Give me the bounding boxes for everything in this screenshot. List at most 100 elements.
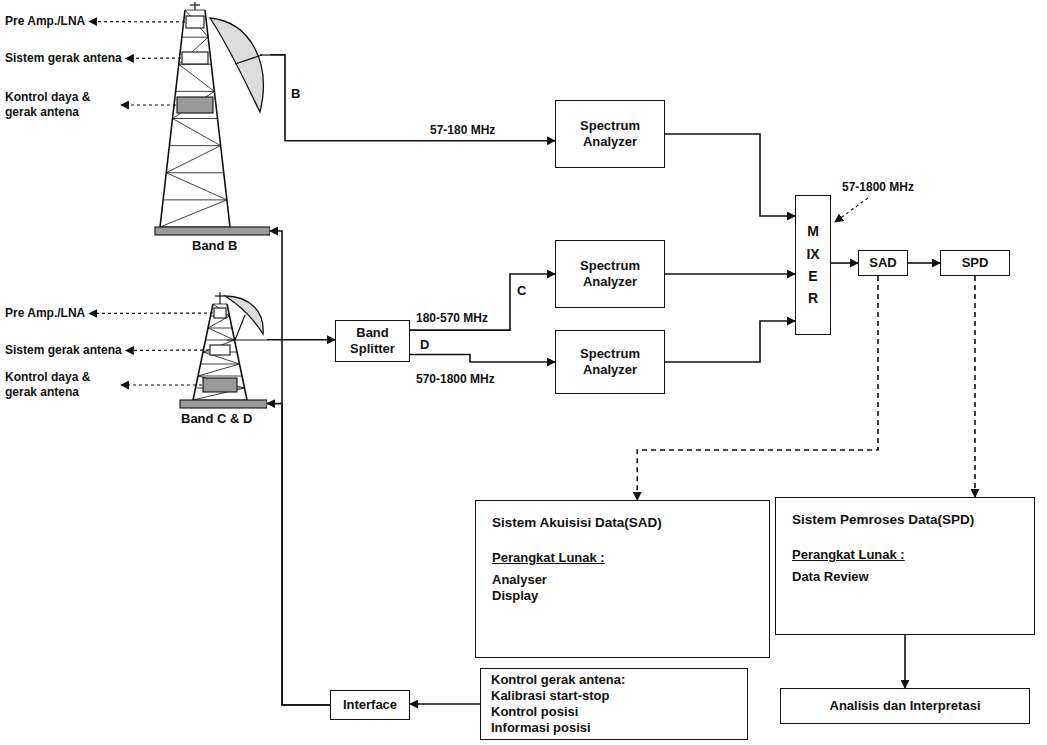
node-text: MIXER — [806, 220, 820, 310]
process-box: SAD — [858, 250, 908, 276]
signal-connector — [904, 635, 906, 688]
frequency-label: 57-1800 MHz — [842, 180, 914, 195]
antenna-strut — [235, 315, 245, 340]
node-text: SPD — [962, 255, 989, 271]
node-text: Perangkat Lunak : — [492, 550, 605, 566]
mixer-box: MIXER — [795, 195, 831, 335]
callout-label: Pre Amp./LNA — [5, 14, 85, 29]
node-text: Kalibrasi start-stop — [491, 688, 609, 704]
tower-brace — [176, 91, 215, 92]
output-box: Analisis dan Interpretasi — [780, 688, 1030, 724]
antenna-strut — [194, 2, 195, 10]
signal-connector — [267, 339, 335, 341]
node-text: Interface — [343, 697, 397, 713]
equipment-box — [203, 378, 237, 392]
node-text: Spectrum Analyzer — [556, 118, 664, 151]
node-text: Kontrol gerak antena: — [491, 672, 625, 688]
signal-connector — [410, 274, 555, 330]
frequency-label: 180-570 MHz — [414, 311, 490, 326]
node-text: Band Splitter — [336, 325, 409, 358]
control-box: Kontrol gerak antena:Kalibrasi start-sto… — [480, 668, 748, 740]
equipment-box — [214, 308, 226, 318]
leader-line — [89, 21, 185, 23]
node-text: Spectrum Analyzer — [556, 346, 664, 379]
node-text: Analisis dan Interpretasi — [830, 698, 981, 714]
signal-connector — [831, 262, 858, 264]
analyzer-box: Spectrum Analyzer — [555, 240, 665, 308]
equipment-box — [177, 97, 213, 113]
tower-brace — [201, 364, 240, 365]
equipment-box — [186, 16, 204, 28]
node-text: Band B — [192, 238, 238, 254]
signal-connector — [665, 321, 795, 362]
dashed-connector — [974, 276, 976, 497]
signal-connector — [270, 55, 555, 141]
leader-line — [89, 312, 213, 314]
band-letter: B — [291, 86, 300, 101]
node-text: SAD — [869, 255, 896, 271]
frequency-label: 57-180 MHz — [428, 123, 497, 138]
node-text: Perangkat Lunak : — [792, 547, 905, 563]
antenna-tower: Band C & D — [175, 290, 267, 432]
tower-brace — [213, 304, 227, 305]
tower-brace — [193, 304, 245, 400]
antenna-strut — [260, 54, 270, 55]
leader-line — [126, 349, 209, 351]
tower-brace — [169, 145, 220, 146]
antenna-drawing — [150, 2, 270, 254]
node-text: Kontrol posisi — [491, 704, 578, 720]
panel-heading: Sistem Pemroses Data(SPD) — [792, 512, 974, 529]
process-box: SPD — [940, 250, 1010, 276]
tower-brace — [185, 10, 205, 11]
system-panel: Sistem Pemroses Data(SPD) Perangkat Lunak… — [775, 497, 1035, 635]
dashed-connector — [637, 276, 878, 500]
node-text: Analyser Display — [492, 572, 572, 605]
antenna-strut — [235, 55, 262, 64]
callout-label: Sistem gerak antena — [5, 51, 122, 66]
antenna-strut — [190, 4, 200, 5]
leader-line — [121, 104, 176, 105]
band-letter: D — [420, 337, 429, 352]
antenna-drawing — [175, 290, 267, 432]
node-text: Band C & D — [181, 411, 253, 427]
callout-label: Sistem gerak antena — [5, 343, 122, 358]
node-text: Spectrum Analyzer — [556, 258, 664, 291]
band-letter: C — [517, 283, 526, 298]
analyzer-box: Spectrum Analyzer — [555, 100, 665, 168]
equipment-box — [182, 52, 208, 64]
node-text: Informasi posisi — [491, 720, 591, 736]
dish-reflector — [210, 18, 263, 112]
tower-brace — [208, 328, 232, 329]
tower-brace — [166, 172, 224, 173]
antenna-strut — [219, 292, 220, 304]
tower-base — [155, 227, 270, 235]
antenna-tower: Band B — [150, 2, 270, 254]
callout-label: Kontrol daya & gerak antena — [5, 90, 117, 120]
signal-connector — [665, 134, 795, 216]
tower-brace — [206, 340, 235, 341]
panel-heading: Sistem Akuisisi Data(SAD) — [492, 515, 662, 532]
leader-line — [835, 198, 868, 222]
system-panel: Sistem Akuisisi Data(SAD) Perangkat Lunak… — [475, 500, 770, 658]
analyzer-box: Spectrum Analyzer — [555, 330, 665, 394]
tower-brace — [160, 10, 227, 227]
tower-brace — [163, 199, 227, 200]
antenna-strut — [215, 295, 225, 296]
frequency-label: 570-1800 MHz — [414, 372, 497, 387]
signal-connector — [270, 231, 330, 705]
tower-brace — [173, 118, 218, 119]
tower-base — [180, 400, 267, 408]
signal-connector — [410, 703, 480, 705]
leader-line — [121, 384, 202, 385]
equipment-box — [210, 345, 230, 355]
node-text: Data Review — [792, 569, 869, 585]
interface-box: Interface — [330, 690, 410, 720]
signal-connector — [410, 354, 555, 362]
splitter-box: Band Splitter — [335, 320, 410, 362]
tower-brace — [198, 376, 242, 377]
signal-connector — [908, 262, 940, 264]
tower-brace — [182, 37, 208, 38]
callout-label: Pre Amp./LNA — [5, 306, 85, 321]
signal-connector — [267, 404, 330, 705]
